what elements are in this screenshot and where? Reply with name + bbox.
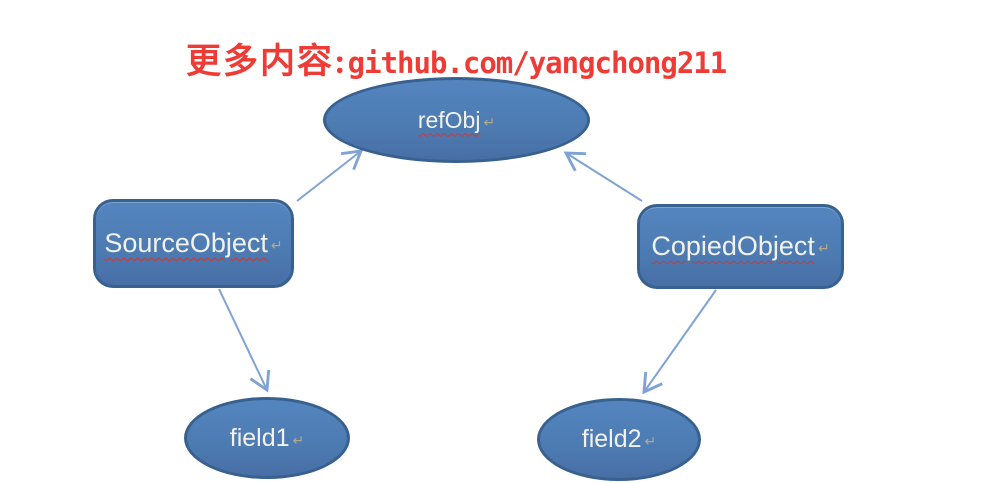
node-field1-label: field1 [229,423,290,452]
watermark-prefix: 更多内容: [186,42,348,81]
return-mark-icon: ↵ [270,237,283,253]
node-sourceobject: SourceObject↵ [93,199,294,288]
edge-copiedobject-to-refobj [563,151,643,202]
node-copiedobject: CopiedObject↵ [637,204,844,289]
edge-sourceobject-to-field1 [218,288,271,393]
return-mark-icon: ↵ [292,431,305,448]
return-mark-icon: ↵ [644,433,657,449]
edge-copiedobject-to-field2 [642,289,717,395]
node-field2: field2↵ [537,398,701,481]
node-refobj: refObj↵ [323,77,590,163]
node-sourceobject-label: SourceObject [104,228,268,258]
node-refobj-label: refObj [417,106,481,133]
node-field2-label: field2 [581,425,642,453]
watermark-header: 更多内容:github.com/yangchong211 [186,33,728,81]
edge-sourceobject-to-refobj [296,149,364,202]
return-mark-icon: ↵ [483,113,496,130]
node-field1: field1↵ [184,397,350,479]
node-copiedobject-label: CopiedObject [651,231,815,261]
watermark-url: github.com/yangchong211 [347,46,728,80]
return-mark-icon: ↵ [817,240,830,256]
